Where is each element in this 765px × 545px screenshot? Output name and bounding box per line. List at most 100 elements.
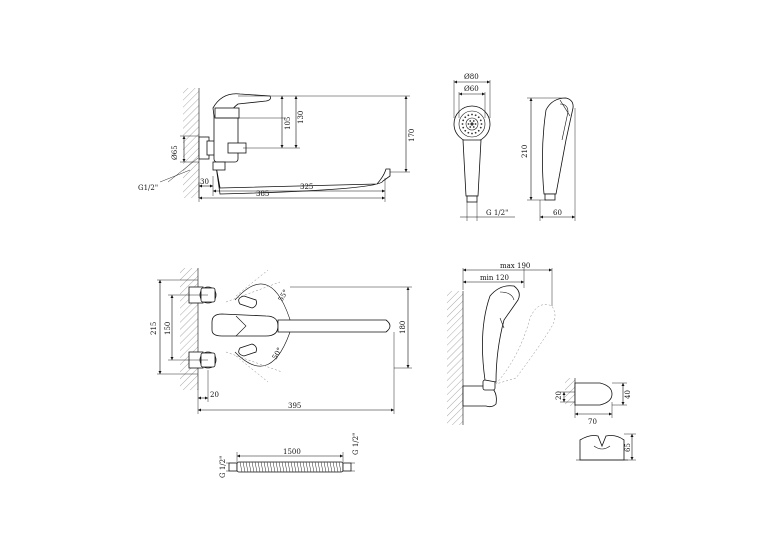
hose-coils xyxy=(239,461,342,473)
shower-hose: 1500 G 1/2" G 1/2" xyxy=(219,433,360,478)
nozzle-dot xyxy=(477,116,480,119)
nozzle-dot xyxy=(461,123,464,125)
hose-coil xyxy=(305,461,309,473)
hose-coil xyxy=(314,461,318,473)
hose-coil xyxy=(251,461,255,473)
hose-coil xyxy=(263,461,267,473)
hose-coil xyxy=(275,461,279,473)
shower-handle xyxy=(462,139,482,197)
dim-60: 60 xyxy=(553,209,562,217)
hose-coil xyxy=(293,461,297,473)
hose-coil xyxy=(269,461,273,473)
nozzle-dot xyxy=(469,120,472,122)
nozzle-dot xyxy=(464,129,467,132)
nozzle-dot xyxy=(471,132,473,135)
nozzle-dot xyxy=(474,123,477,125)
nozzle-dot xyxy=(477,129,480,132)
hose-coil xyxy=(257,461,261,473)
hose-coil xyxy=(278,461,282,473)
bracket-front-body xyxy=(579,435,625,461)
dim-170: 170 xyxy=(408,129,416,142)
hose-coil xyxy=(284,461,288,473)
hose-coil xyxy=(290,461,294,473)
dim-180: 180 xyxy=(399,321,407,334)
nozzle-dot xyxy=(480,123,483,125)
wall-hatch-top xyxy=(180,268,198,390)
nozzle-dot xyxy=(472,126,475,128)
hose-coil xyxy=(317,461,321,473)
dim-105: 105 xyxy=(284,117,292,130)
shower-tilted-ghost xyxy=(495,304,556,385)
shower-in-holder xyxy=(482,285,520,383)
dim-50deg: 50° xyxy=(271,346,284,361)
nozzle-dot xyxy=(467,123,470,125)
nozzle-dot xyxy=(462,126,465,129)
nozzle-dot xyxy=(464,116,467,119)
hose-coil xyxy=(320,461,324,473)
hose-coil xyxy=(338,461,342,473)
bracket-front-view: 65 xyxy=(576,433,636,461)
front-view: 105 130 170 Ø65 G1/2" 30 325 385 xyxy=(138,88,416,202)
dim-d80: Ø80 xyxy=(464,73,479,81)
dim-65-bracket: 65 xyxy=(624,443,632,452)
shower-side-body xyxy=(542,97,574,195)
mixer-body xyxy=(213,111,239,163)
dim-min120: min 120 xyxy=(480,274,509,282)
shower-nozzles xyxy=(461,113,483,135)
bracket-side-body xyxy=(574,382,613,406)
hose-coil xyxy=(335,461,339,473)
hose-coil xyxy=(296,461,300,473)
dim-385: 385 xyxy=(256,190,269,198)
dim-max190: max 190 xyxy=(500,262,530,270)
nozzle-dot xyxy=(479,126,482,129)
hose-coil xyxy=(329,461,333,473)
hose-coil xyxy=(248,461,252,473)
dim-215: 215 xyxy=(150,322,158,335)
hose-coil xyxy=(332,461,336,473)
dim-325: 325 xyxy=(300,183,313,191)
hose-coil xyxy=(239,461,243,473)
dim-55deg: 55° xyxy=(277,288,290,303)
dim-thread-right: G 1/2" xyxy=(352,433,360,455)
hose-coil xyxy=(281,461,285,473)
dim-1500: 1500 xyxy=(283,448,301,456)
dim-70-bracket: 70 xyxy=(588,418,597,426)
dim-40-bracket: 40 xyxy=(624,390,632,399)
nozzle-dot xyxy=(469,126,472,128)
hose-coil xyxy=(272,461,276,473)
shower-head-front-view: Ø80 Ø60 G 1/2" xyxy=(453,73,515,221)
nozzle-dot xyxy=(474,131,477,134)
nozzle-dot xyxy=(479,119,482,122)
dim-20-bracket: 20 xyxy=(555,391,563,400)
nozzle-dot xyxy=(471,113,473,116)
hose-coil xyxy=(311,461,315,473)
dim-d60: Ø60 xyxy=(464,85,479,93)
nozzle-dot xyxy=(467,114,470,117)
hose-coil xyxy=(266,461,270,473)
hose-coil xyxy=(287,461,291,473)
hose-coil xyxy=(254,461,258,473)
hose-coil xyxy=(308,461,312,473)
thread-label: G1/2" xyxy=(138,184,158,192)
dim-150: 150 xyxy=(164,322,172,335)
dim-395: 395 xyxy=(288,402,301,410)
wall-hatch xyxy=(183,88,199,198)
dim-30: 30 xyxy=(200,178,209,186)
nozzle-dot xyxy=(462,119,465,122)
hose-coil xyxy=(260,461,264,473)
hose-coil xyxy=(326,461,330,473)
dim-d65: Ø65 xyxy=(171,145,179,160)
dim-thread: G 1/2" xyxy=(486,209,508,217)
dim-210: 210 xyxy=(521,145,529,158)
dim-130: 130 xyxy=(297,111,305,124)
hose-coil xyxy=(299,461,303,473)
bracket-side-view: 20 40 70 xyxy=(555,378,632,426)
nozzle-dot xyxy=(467,131,470,134)
holder-side-view: max 190 min 120 xyxy=(447,262,556,425)
hose-coil xyxy=(245,461,249,473)
dim-thread-left: G 1/2" xyxy=(219,456,227,478)
hose-coil xyxy=(302,461,306,473)
spout-top xyxy=(277,319,391,333)
dim-20: 20 xyxy=(210,391,219,399)
